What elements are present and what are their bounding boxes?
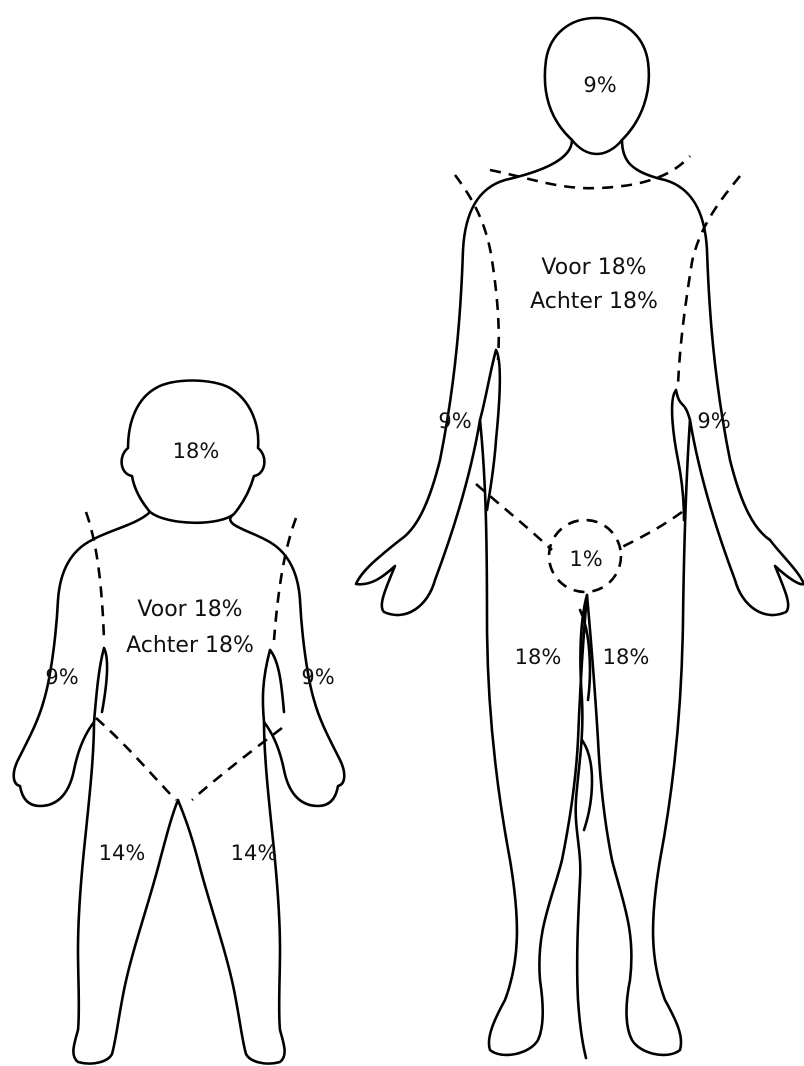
adult-torso-front-label: Voor 18% (541, 255, 646, 280)
child-left-inner-arm (94, 648, 107, 722)
adult-genital-label: 1% (569, 547, 602, 571)
child-right-arm-label: 9% (301, 665, 334, 689)
adult-right-arm-label: 9% (697, 409, 730, 433)
child-right-inner-arm (263, 650, 284, 722)
child-left-shoulder-dashed (86, 512, 104, 640)
child-torso-back-label: Achter 18% (126, 633, 254, 658)
adult-left-leg-label: 18% (515, 645, 562, 669)
adult-right-leg-label: 18% (603, 645, 650, 669)
adult-neck-dashed-line (490, 156, 690, 188)
adult-left-inner-arm (480, 350, 500, 510)
child-left-arm-label: 9% (45, 665, 78, 689)
adult-right-groin-dashed (620, 512, 682, 548)
child-left-groin-dashed (96, 718, 176, 800)
child-right-leg-label: 14% (231, 841, 278, 865)
adult-left-arm-label: 9% (438, 409, 471, 433)
child-figure: 18% Voor 18% Achter 18% 9% 9% 14% 14% (14, 381, 345, 1064)
child-torso-front-label: Voor 18% (137, 597, 242, 622)
adult-head-label: 9% (583, 73, 616, 97)
adult-figure: 9% Voor 18% Achter 18% 9% 9% 1% 18% 18% (356, 18, 804, 1058)
child-right-shoulder-dashed (274, 518, 296, 640)
child-head-label: 18% (173, 439, 220, 463)
adult-torso-back-label: Achter 18% (530, 289, 658, 314)
child-body-outline (14, 512, 345, 1064)
child-left-leg-label: 14% (99, 841, 146, 865)
